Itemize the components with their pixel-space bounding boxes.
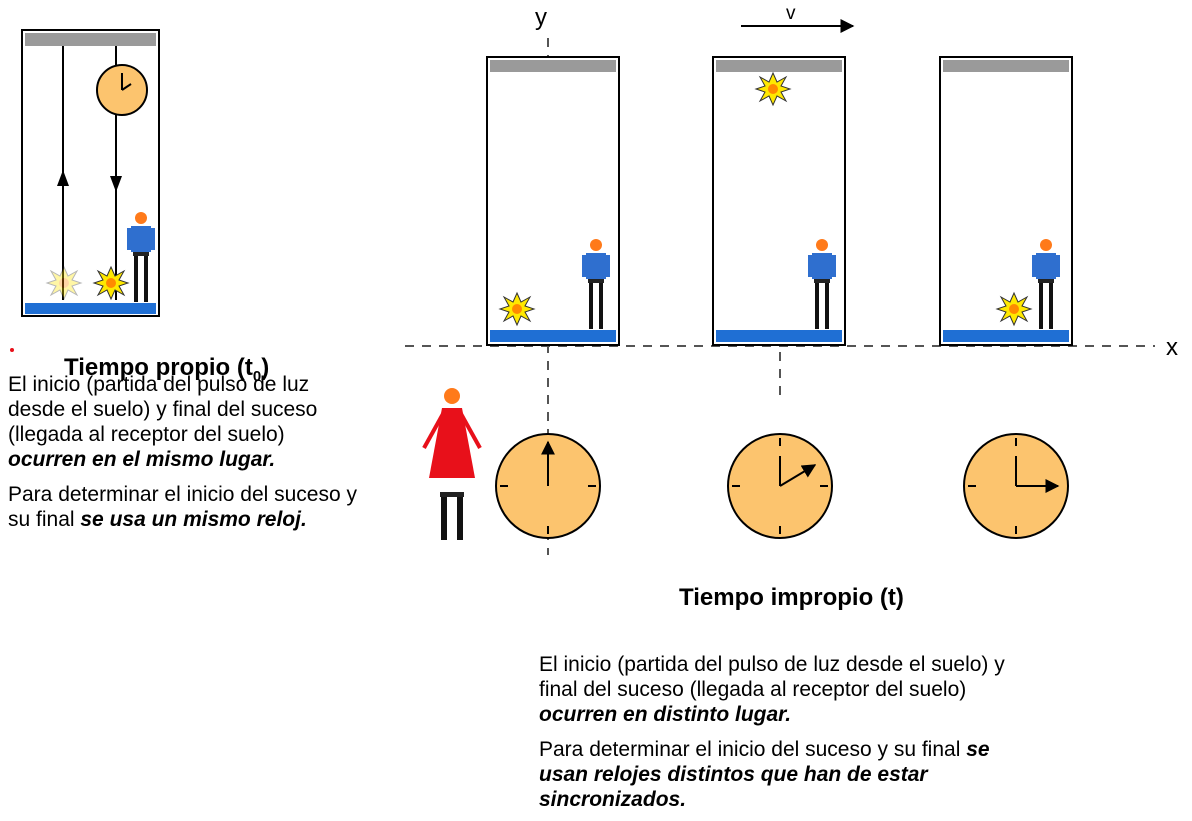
left-paragraph-1: El inicio (partida del pulso de luz desd… [8, 373, 318, 471]
left-paragraph-2: Para determinar el inicio del suceso y s… [8, 483, 358, 531]
right-description: El inicio (partida del pulso de luz desd… [539, 652, 1009, 812]
stray-red-dot [10, 348, 14, 352]
arrow-down-icon [110, 176, 122, 192]
clock-2-icon [727, 433, 833, 539]
right-heading: Tiempo impropio (t) [679, 584, 904, 611]
left-heading: Tiempo propio (t0) [64, 354, 270, 385]
left-elevator [21, 29, 160, 317]
flash-icon [996, 292, 1032, 326]
clock-3-icon [963, 433, 1069, 539]
clock-1-icon [495, 433, 601, 539]
velocity-label: v [786, 3, 796, 24]
faded-flash-icon [46, 266, 82, 300]
left-clock-icon [96, 64, 148, 116]
right-paragraph-1: El inicio (partida del pulso de luz desd… [539, 653, 1005, 726]
right-paragraph-2: Para determinar el inicio del suceso y s… [539, 738, 990, 811]
x-axis-label: x [1166, 334, 1178, 361]
elevator-3 [939, 56, 1073, 346]
left-ceiling [25, 33, 156, 46]
y-axis-label: y [535, 4, 547, 31]
flash-icon [93, 266, 129, 300]
left-floor [25, 303, 156, 314]
flash-icon [755, 72, 791, 106]
elevator-1 [486, 56, 620, 346]
arrow-up-icon [57, 170, 69, 186]
elevator-2 [712, 56, 846, 346]
left-description: El inicio (partida del pulso de luz desd… [8, 372, 368, 532]
flash-icon [499, 292, 535, 326]
woman-observer-icon [422, 388, 482, 540]
